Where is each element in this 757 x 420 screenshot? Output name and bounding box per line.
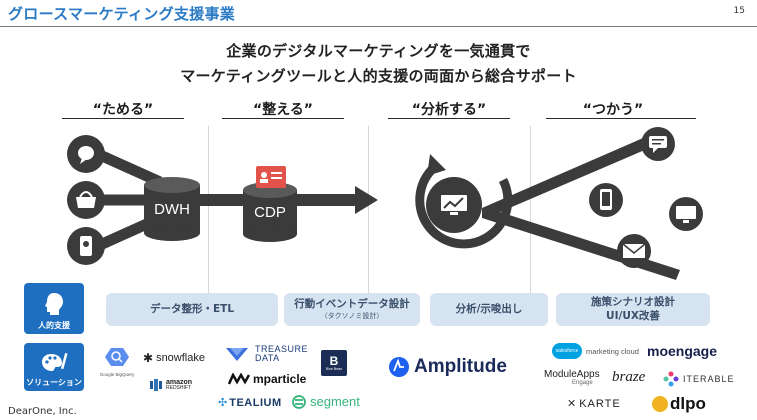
slide-title: グロースマーケティング支援事業 (8, 5, 236, 23)
amplitude-text: Amplitude (414, 356, 507, 377)
dlpo-logo: dlpo (652, 394, 706, 414)
headline-line-2: マーケティングツールと人的支援の両面から総合サポート (180, 67, 577, 85)
snowflake-text: snowflake (156, 352, 205, 364)
pill-etl: データ整形・ETL (106, 293, 278, 326)
stage-label-store: “ためる” (92, 102, 154, 118)
page-number: 15 (733, 6, 745, 16)
tealium-logo: ✣ TEALIUM (218, 396, 282, 409)
human-support-label: 人的支援 (38, 321, 70, 330)
pill-label: データ整形・ETL (149, 302, 235, 315)
karte-text: KARTE (579, 397, 621, 410)
blue-bean-text: Blue Bean (325, 367, 343, 371)
iterable-icon (663, 371, 679, 387)
main-flow-arrowhead (355, 186, 378, 214)
pill-label: 分析/示唆出し (455, 302, 523, 315)
data-text: DATA (255, 353, 280, 364)
segment-logo: segment (292, 394, 360, 409)
desktop-output-icon (669, 197, 703, 231)
amplitude-logo: Amplitude (389, 356, 507, 378)
amplitude-icon (389, 357, 409, 377)
stage-underline-1 (62, 118, 184, 119)
marketing-cloud-text: marketing cloud (586, 346, 639, 356)
salesforce-cloud-icon: salesforce (552, 343, 582, 359)
id-card-icon (256, 166, 286, 188)
chat-source-icon (67, 135, 105, 173)
column-separator (368, 126, 369, 324)
moduleapps-logo: ModuleApps Engage (544, 369, 600, 387)
moengage-logo: moengage (647, 343, 718, 359)
smartphone-output-icon (589, 183, 623, 217)
dlpo-text: dlpo (670, 394, 706, 413)
karte-logo: ✕ KARTE (567, 397, 621, 410)
segment-icon (292, 394, 306, 409)
dwh-cylinder (144, 177, 200, 241)
mparticle-logo: mparticle (228, 372, 306, 386)
blue-bean-icon: B (329, 354, 339, 368)
footer-company: DearOne, Inc. (8, 406, 77, 417)
solution-label: ソリューション (26, 378, 82, 387)
shop-source-icon (67, 181, 105, 219)
stage-underline-2 (222, 118, 344, 119)
pill-label-2: UI/UX改善 (606, 309, 660, 322)
palette-icon (42, 353, 68, 371)
amazon-redshift-logo: amazon REDSHIFT (149, 378, 192, 392)
flow-arrow (97, 149, 163, 188)
stage-label-organize: “整える” (253, 102, 313, 118)
mparticle-icon (228, 373, 250, 385)
google-bigquery-logo: Google BigQuery (94, 346, 140, 380)
dashboard-monitor-icon (426, 177, 482, 233)
pill-sublabel: （タクソノミ設計） (320, 311, 384, 320)
tealium-text: TEALIUM (229, 396, 282, 409)
redshift-icon (150, 379, 162, 391)
bigquery-text: Google BigQuery (99, 372, 135, 377)
output-fan-arrows (482, 135, 680, 280)
stage-underline-3 (388, 118, 510, 119)
stage-label-use: “つかう” (582, 102, 644, 118)
blue-bean-logo: B Blue Bean (321, 350, 347, 376)
stage-underline-4 (546, 118, 696, 119)
pill-label: 施策シナリオ設計 (591, 295, 675, 308)
cdp-label: CDP (254, 204, 286, 221)
moduleapps-text: ModuleApps (544, 369, 600, 380)
mail-output-icon (617, 234, 651, 268)
human-support-box: 人的支援 (24, 283, 84, 334)
headline-line-1: 企業のデジタルマーケティングを一気通貫で (226, 42, 531, 60)
salesforce-marketing-cloud-logo: salesforce marketing cloud (552, 343, 639, 359)
snowflake-icon: ✱ (143, 351, 154, 365)
pill-label: 行動イベントデータ設計 (294, 298, 410, 311)
solution-box: ソリューション (24, 343, 84, 391)
pill-scenario: 施策シナリオ設計 UI/UX改善 (556, 293, 710, 326)
pill-event-design: 行動イベントデータ設計 （タクソノミ設計） (284, 293, 420, 326)
header-divider (0, 26, 757, 27)
chat-output-icon (641, 127, 675, 161)
stage-label-analyze: “分析する” (411, 102, 487, 118)
karte-icon: ✕ (567, 397, 577, 410)
tealium-icon: ✣ (218, 396, 228, 409)
treasure-text: TREASURE (255, 344, 309, 354)
pill-analysis: 分析/示唆出し (430, 293, 548, 326)
treasure-data-logo: TREASURE DATA (224, 344, 309, 364)
iterable-text: ITERABLE (683, 374, 735, 384)
person-head-icon (45, 293, 63, 315)
dlpo-icon (652, 396, 668, 412)
engage-text: Engage (572, 380, 593, 386)
column-separator (208, 126, 209, 324)
segment-text: segment (310, 394, 360, 409)
amazon-text: amazon (166, 379, 193, 386)
braze-logo: braze (612, 369, 646, 385)
mobile-source-icon (67, 227, 105, 265)
salesforce-text: salesforce (555, 348, 579, 354)
treasure-data-icon (226, 348, 248, 362)
redshift-text: REDSHIFT (166, 385, 191, 391)
bigquery-icon (105, 348, 129, 366)
dwh-label: DWH (154, 201, 190, 218)
mparticle-text: mparticle (253, 372, 307, 386)
snowflake-logo: ✱ snowflake (143, 351, 205, 365)
data-flow-diagram: DWH CDP (67, 127, 703, 280)
iterable-logo: ITERABLE (663, 371, 735, 387)
